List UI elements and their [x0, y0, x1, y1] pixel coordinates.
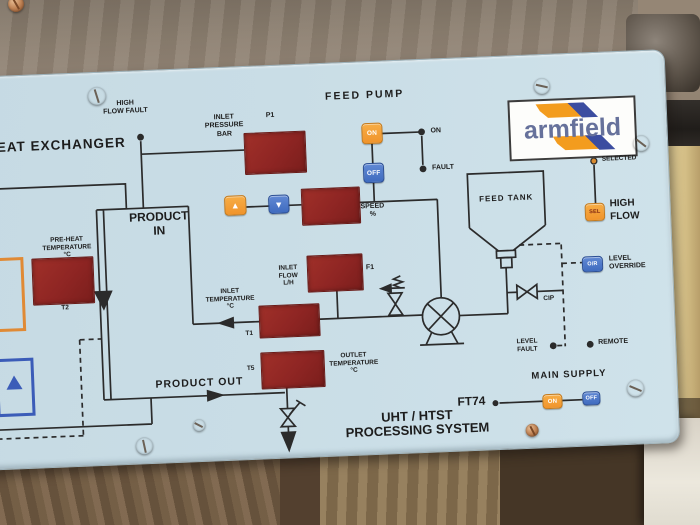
selected-label: SELECTED [601, 154, 637, 163]
speed-display [300, 186, 362, 226]
t1-caption: INLET TEMPERATURE °C [201, 287, 260, 312]
remote-label: REMOTE [598, 337, 629, 346]
cip-label: CIP [543, 294, 555, 303]
process-diagram [0, 128, 598, 453]
p1-display [243, 130, 308, 176]
up-arrow-icon [6, 375, 23, 390]
p1-tag: P1 [265, 111, 275, 120]
feed-pump-off-button[interactable]: OFF [362, 162, 385, 184]
speed-caption-line2: % [369, 211, 377, 219]
f1-caption-line3: L/H [283, 279, 294, 287]
level-override-label: LEVEL OVERRIDE [609, 254, 646, 272]
main-supply-on-button[interactable]: ON [542, 393, 563, 410]
level-override-line2: OVERRIDE [608, 262, 646, 271]
high-flow-line2: FLOW [609, 210, 640, 223]
f1-tag: F1 [365, 263, 375, 272]
down-triangle-icon: ▼ [274, 199, 284, 210]
main-supply-off-button[interactable]: OFF [582, 390, 601, 406]
selected-indicator-lamp [590, 157, 598, 165]
speed-caption: SPEED % [360, 202, 384, 219]
screw [8, 0, 24, 12]
armfield-wordmark: armfield [523, 112, 622, 145]
level-override-button[interactable]: O/R [581, 255, 604, 273]
level-fault-label: LEVEL FAULT [509, 337, 546, 354]
sel-button[interactable]: SEL [584, 202, 606, 222]
speed-down-button[interactable]: ▼ [267, 194, 290, 215]
heater-symbol-cutoff [0, 257, 27, 333]
feed-pump-on-button[interactable]: ON [361, 122, 383, 145]
t2-display [31, 256, 96, 306]
t1-tag: T1 [245, 329, 254, 338]
t5-caption: OUTLET TEMPERATURE °C [325, 351, 382, 376]
speed-up-button[interactable]: ▲ [223, 195, 247, 216]
f1-display [306, 253, 364, 293]
product-in-label: PRODUCT IN [127, 208, 190, 239]
fault-indicator-label: FAULT [431, 163, 455, 172]
armfield-ribbons [535, 102, 616, 151]
high-flow-label: HIGH FLOW [609, 196, 639, 223]
ft74-control-panel: EAT EXCHANGER HIGH FLOW FAULT FEED PUMP … [0, 49, 681, 472]
high-flow-line1: HIGH [609, 197, 635, 210]
t2-tag: T2 [61, 304, 70, 312]
cooler-symbol-cutoff [0, 357, 36, 418]
t5-display [260, 350, 326, 390]
steel-shadow-mid [500, 438, 650, 525]
up-triangle-icon: ▲ [230, 200, 241, 211]
product-in-line2: IN [153, 223, 166, 238]
armfield-logo: armfield [507, 95, 638, 162]
t1-display [258, 303, 321, 339]
product-in-line1: PRODUCT [128, 208, 189, 225]
level-fault-line2: FAULT [516, 345, 538, 353]
f1-caption: INLET FLOW L/H [272, 264, 305, 288]
on-indicator-label: ON [430, 127, 442, 135]
t5-tag: T5 [246, 364, 255, 373]
